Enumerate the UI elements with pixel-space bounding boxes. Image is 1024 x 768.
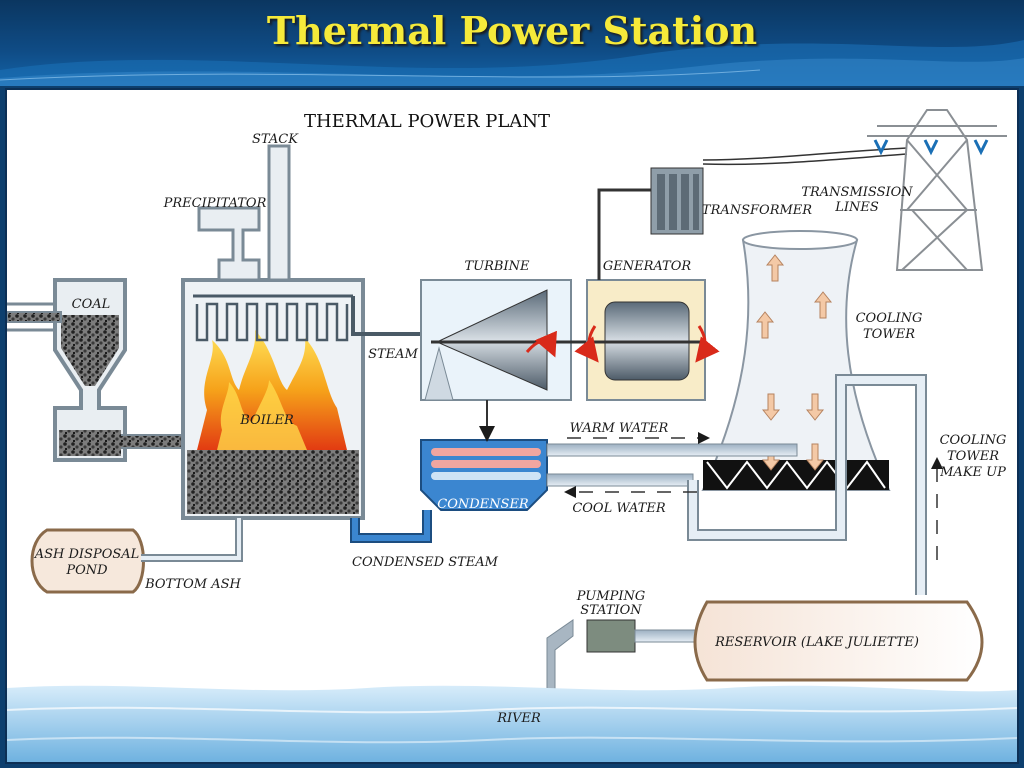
ash-pond-label-1: ASH DISPOSAL	[34, 547, 140, 562]
ash-disposal-pond	[30, 518, 243, 594]
precipitator-label: PRECIPITATOR	[163, 196, 267, 211]
slide-title: Thermal Power Station	[266, 8, 758, 53]
pumping-station	[546, 619, 700, 701]
bottom-ash-label: BOTTOM ASH	[144, 577, 241, 592]
condenser	[420, 400, 548, 511]
pumping-label-2: STATION	[580, 603, 642, 618]
warm-water-label: WARM WATER	[570, 421, 669, 436]
boiler-label: BOILER	[239, 413, 294, 428]
reservoir	[693, 600, 984, 682]
header-wave-decoration	[0, 40, 1024, 86]
transformer	[597, 147, 908, 280]
reservoir-label: RESERVOIR (LAKE JULIETTE)	[714, 635, 919, 650]
transformer-label: TRANSFORMER	[702, 203, 812, 218]
diagram-title: THERMAL POWER PLANT	[304, 111, 550, 132]
river-label: RIVER	[496, 711, 541, 726]
precipitator-stack	[197, 144, 291, 282]
condensed-steam-label: CONDENSED STEAM	[352, 555, 499, 570]
transmission-label-2: LINES	[834, 200, 879, 215]
generator-label: GENERATOR	[603, 259, 692, 274]
condenser-label: CONDENSER	[437, 497, 529, 512]
makeup-label-2: TOWER	[947, 449, 999, 464]
transmission-label-1: TRANSMISSION	[801, 185, 913, 200]
stack-label: STACK	[252, 132, 299, 147]
slide-header: Thermal Power Station	[0, 0, 1024, 86]
steam-label: STEAM	[368, 347, 418, 362]
cooling-tower-label-2: TOWER	[863, 327, 915, 342]
makeup-label-1: COOLING	[940, 433, 1007, 448]
river	[7, 685, 1017, 762]
cooling-tower-label-1: COOLING	[856, 311, 923, 326]
power-plant-diagram: THERMAL POWER PLANT COAL BOILER STACK PR…	[7, 109, 1017, 762]
makeup-label-3: MAKE UP	[939, 465, 1006, 480]
diagram-frame: THERMAL POWER PLANT COAL BOILER STACK PR…	[5, 88, 1019, 764]
coal-label: COAL	[72, 297, 111, 312]
coal-hopper	[7, 278, 188, 462]
ash-pond-label-2: POND	[65, 563, 108, 578]
pumping-label-1: PUMPING	[576, 589, 645, 604]
transmission-tower	[867, 109, 1007, 271]
turbine	[420, 279, 589, 401]
cool-water-label: COOL WATER	[572, 501, 666, 516]
water-pipes	[350, 374, 943, 595]
turbine-label: TURBINE	[465, 259, 530, 274]
generator	[574, 279, 720, 401]
boiler	[181, 278, 427, 520]
